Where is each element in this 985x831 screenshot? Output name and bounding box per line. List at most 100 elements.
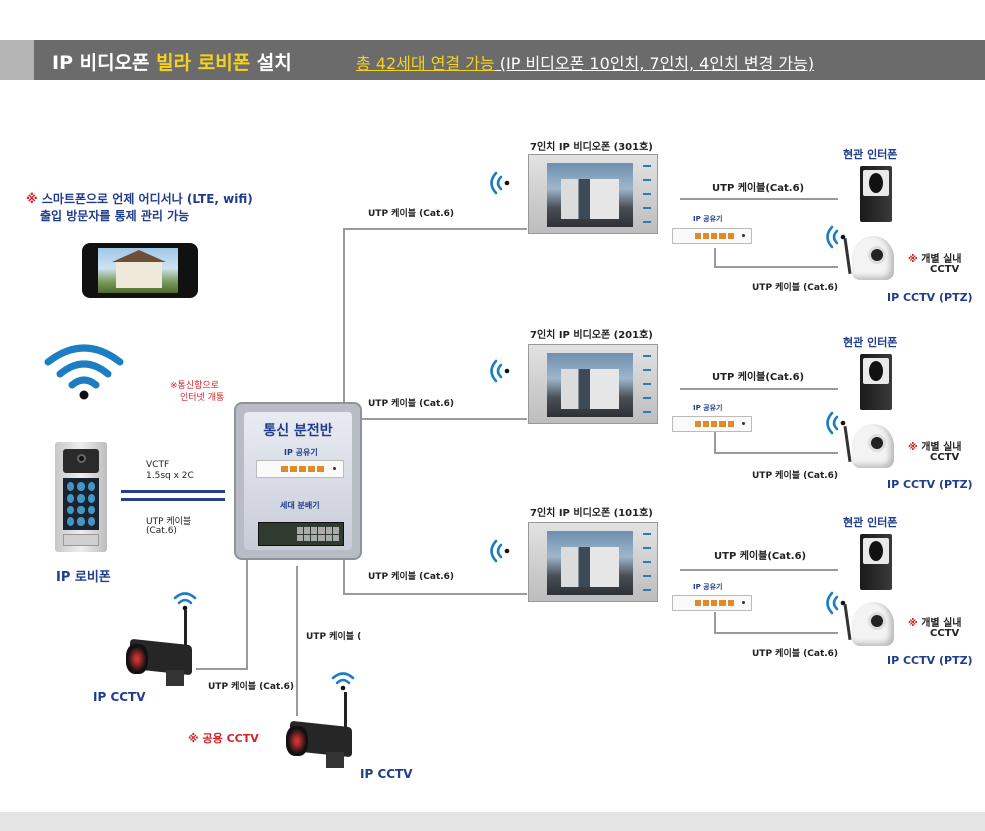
smartphone-image — [82, 243, 198, 298]
unit-301-intercom-label: 현관 인터폰 — [843, 148, 898, 161]
trunk-cable-label-301: UTP 케이블 (Cat.6) — [368, 209, 455, 219]
trunk-cable-label-down: UTP 케이블 ( — [306, 632, 362, 642]
subtitle-highlight: 총 42세대 연결 가능 — [356, 54, 495, 73]
cctv1-label: IP CCTV — [93, 690, 146, 704]
unit-101-intercom-image — [860, 534, 892, 590]
panel-title: 통신 분전반 — [263, 423, 333, 439]
unit-101-monitor-buttons — [643, 533, 651, 591]
wire-to-201 — [362, 418, 527, 420]
unit-301-cctv-note-mark: ※ — [908, 254, 918, 265]
wifi-icon — [44, 344, 124, 400]
wire-to-cctv1-vertical — [246, 560, 248, 670]
unit-301-ptz-lens-icon — [868, 246, 886, 264]
lobby-camera — [63, 449, 99, 473]
unit-101-cctv-note-line1: 개별 실내 — [921, 618, 962, 629]
unit-101-intercom-label: 현관 인터폰 — [843, 516, 898, 529]
unit-201-ptz-lens-icon — [868, 434, 886, 452]
wire-to-101 — [343, 593, 527, 595]
wire-301-intercom — [680, 198, 838, 200]
wire-101-cctv — [714, 632, 838, 634]
unit-201-ptz-cctv-image — [843, 420, 898, 472]
lobby-nameplate — [63, 534, 99, 546]
unit-301-intercom-camera-icon — [869, 173, 883, 193]
cctv1-image — [126, 610, 206, 690]
unit-201-monitor-screen — [547, 353, 633, 417]
unit-201-intercom-camera-icon — [869, 361, 883, 381]
smartphone-note-line1: ※ 스마트폰으로 언제 어디서나 (LTE, wifi) — [26, 190, 253, 207]
unit-101-router-ports — [694, 600, 734, 606]
unit-201-ptz-body — [852, 424, 894, 468]
unit-201-monitor-image — [528, 344, 658, 424]
unit-301-cctv-label: IP CCTV (PTZ) — [887, 291, 973, 304]
unit-101-router-image — [672, 595, 752, 611]
cctv2-note: ※ 공용 CCTV — [188, 732, 259, 745]
cctv2-mount — [326, 752, 344, 768]
unit-101-router-led — [741, 601, 745, 605]
unit-301-cctv-note-line2: CCTV — [930, 264, 960, 275]
unit-201-building-image — [561, 369, 619, 409]
unit-301-monitor-label: 7인치 IP 비디오폰 (301호) — [530, 142, 653, 153]
cctv2-antenna — [344, 692, 347, 728]
unit-101-ptz-cctv-image — [843, 598, 898, 650]
footer-bar — [0, 812, 985, 831]
unit-201-router-image — [672, 416, 752, 432]
unit-101-ptz-lens-icon — [868, 612, 886, 630]
cctv1-wifi-icon — [173, 592, 197, 611]
cctv2-image — [286, 692, 366, 772]
house-image — [112, 250, 166, 288]
unit-301-router-label: IP 공유기 — [693, 215, 723, 223]
unit-201-cctv-wifi-icon — [826, 411, 846, 435]
unit-101-cable-upper-label: UTP 케이블(Cat.6) — [714, 551, 807, 562]
panel-router-image — [256, 460, 344, 478]
unit-301-monitor-image — [528, 154, 658, 234]
title-part1: IP 비디오폰 — [52, 52, 157, 74]
page-title: IP 비디오폰 빌라 로비폰 설치 — [52, 48, 292, 75]
unit-101-monitor-label: 7인치 IP 비디오폰 (101호) — [530, 508, 653, 519]
wire-to-cctv2 — [296, 566, 298, 716]
cctv2-wifi-icon — [331, 672, 355, 691]
unit-101-cctv-note-mark: ※ — [908, 618, 918, 629]
unit-301-cable-lower-label: UTP 케이블 (Cat.6) — [752, 283, 839, 293]
trunk-cable-label-101: UTP 케이블 (Cat.6) — [368, 572, 455, 582]
unit-101-monitor-image — [528, 522, 658, 602]
unit-101-ptz-antenna — [843, 603, 852, 641]
wire-101-intercom — [680, 569, 838, 571]
unit-301-intercom-image — [860, 166, 892, 222]
unit-201-cctv-label: IP CCTV (PTZ) — [887, 478, 973, 491]
unit-201-router-label: IP 공유기 — [693, 404, 723, 412]
unit-301-intercom-face — [863, 170, 889, 196]
router-ports — [281, 465, 325, 473]
unit-201-ptz-antenna — [843, 425, 852, 463]
wire-301-router-down — [714, 248, 716, 268]
unit-101-router-label: IP 공유기 — [693, 583, 723, 591]
unit-101-intercom-face — [863, 538, 889, 564]
internet-note-line1: ※통신함으로 — [170, 381, 219, 391]
page-subtitle: 총 42세대 연결 가능 (IP 비디오폰 10인치, 7인치, 4인치 변경 … — [356, 50, 814, 74]
panel-distributor-image — [258, 522, 344, 546]
communication-panel: 통신 분전반 IP 공유기 세대 분배기 — [234, 402, 362, 560]
header-accent — [0, 40, 34, 80]
unit-201-router-ports — [694, 421, 734, 427]
title-highlight: 빌라 로비폰 — [156, 52, 251, 74]
unit-301-router-led — [741, 234, 745, 238]
wire-201-router-down — [714, 432, 716, 454]
unit-301-monitor-buttons — [643, 165, 651, 223]
subtitle-rest: (IP 비디오폰 10인치, 7인치, 4인치 변경 가능) — [494, 54, 815, 73]
unit-201-cable-upper-label: UTP 케이블(Cat.6) — [712, 372, 805, 383]
unit-301-ptz-antenna — [843, 237, 852, 275]
cctv1-lens-icon — [126, 644, 148, 674]
wire-vctf — [121, 490, 225, 493]
cctv1-mount — [166, 670, 184, 686]
lobby-utp-label-line1: UTP 케이블 — [146, 517, 192, 527]
unit-101-building-image — [561, 547, 619, 587]
unit-301-router-image — [672, 228, 752, 244]
lobby-phone-image — [55, 442, 107, 552]
unit-101-ptz-body — [852, 602, 894, 646]
wire-101-router-down — [714, 612, 716, 634]
cctv2-lens-icon — [286, 726, 308, 756]
smartphone-note-line2: 출입 방문자를 통제 관리 가능 — [40, 209, 190, 223]
vctf-label-line1: VCTF — [146, 460, 170, 470]
cctv1-antenna — [184, 610, 187, 646]
unit-301-wifi-icon — [490, 171, 510, 195]
trunk-wire-up — [343, 228, 345, 402]
